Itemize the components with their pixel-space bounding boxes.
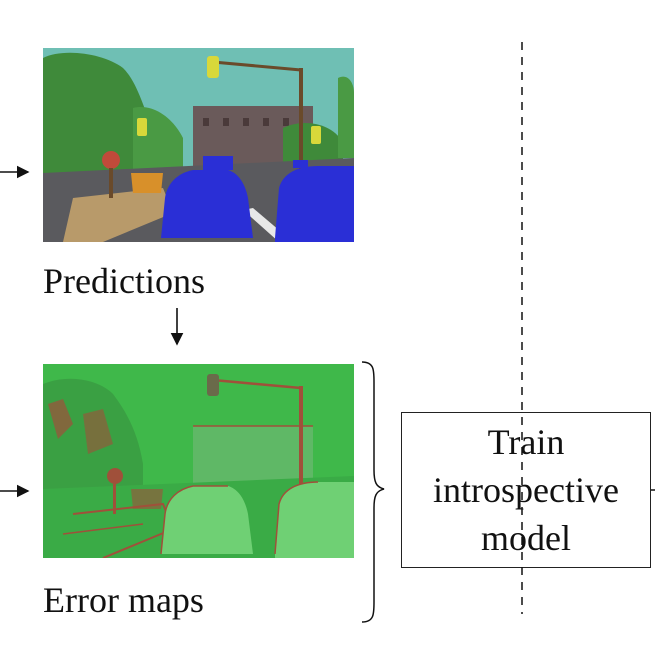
train-box-line-3: model [481, 518, 571, 558]
train-box-line-1: Train [487, 422, 565, 462]
grouping-brace [361, 361, 385, 623]
predictions-caption: Predictions [43, 261, 205, 301]
error-maps-caption: Error maps [43, 580, 204, 620]
error-map-image [43, 364, 354, 558]
train-box-line-2: introspective [433, 470, 619, 510]
train-introspective-model-box: Train introspective model [401, 412, 651, 568]
prediction-image [43, 48, 354, 242]
